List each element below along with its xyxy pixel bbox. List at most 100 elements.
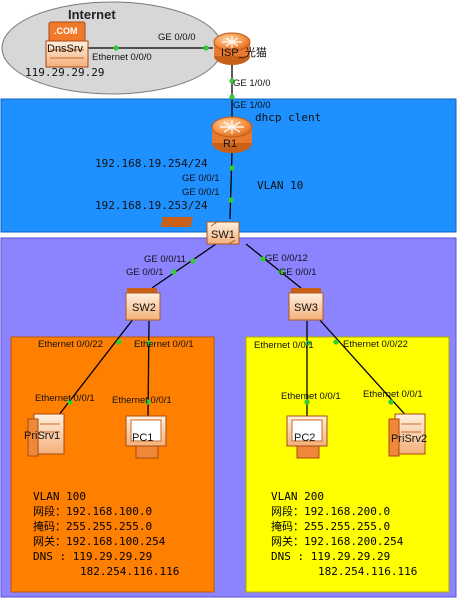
dns-label: DNS : (33, 550, 73, 563)
internet-title: Internet (68, 7, 116, 22)
vlan200-dns2-row: 182.254.116.116 (271, 564, 417, 579)
port-dot (145, 399, 151, 405)
sw2-port-left: Ethernet 0/0/22 (38, 339, 103, 350)
pc2-computer-icon[interactable] (286, 415, 328, 459)
dns-server-name: DnsSrv (47, 43, 84, 55)
port-dot (116, 339, 122, 345)
gateway-value: 192.168.100.254 (66, 535, 166, 548)
segment-value: 192.168.100.0 (66, 505, 153, 518)
vlan100-mask-row: 掩码：255.255.255.0 (33, 519, 179, 534)
vlan100-dns-row: DNS : 119.29.29.29 (33, 549, 179, 564)
prisrv1-port: Ethernet 0/0/1 (35, 393, 95, 404)
vlan200-dns-row: DNS : 119.29.29.29 (271, 549, 417, 564)
vlan200-title: VLAN 200 (271, 490, 324, 503)
isp-router-icon[interactable] (213, 32, 251, 65)
prisrv2-port: Ethernet 0/0/1 (363, 389, 423, 400)
segment-label: 网段： (33, 505, 66, 518)
pc1-name: PC1 (132, 432, 154, 444)
r1-port-up: GE 1/0/0 (233, 100, 271, 111)
sw2-switch-icon[interactable] (125, 288, 161, 321)
port-dot (229, 94, 235, 100)
vlan100-title: VLAN 100 (33, 490, 86, 503)
vlan200-info: VLAN 200 网段：192.168.200.0 掩码：255.255.255… (271, 489, 417, 579)
vlan100-dns2-row: 182.254.116.116 (33, 564, 179, 579)
sw1-switch-icon[interactable] (160, 217, 240, 245)
isp-name: ISP_光猫 (221, 47, 267, 59)
vlan200-gateway-row: 网关：192.168.200.254 (271, 534, 417, 549)
prisrv2-server-icon[interactable] (388, 413, 426, 457)
mask-value: 255.255.255.0 (66, 520, 153, 533)
sw3-port-left: Ethernet 0/0/1 (254, 340, 314, 351)
sw1-port-up: GE 0/0/1 (182, 187, 220, 198)
sw2-port-right: Ethernet 0/0/1 (134, 339, 194, 350)
dns-icon-text: .COM (54, 26, 78, 36)
r1-ip: 192.168.19.254/24 (95, 157, 208, 170)
port-dot (229, 165, 235, 171)
port-dot (228, 197, 234, 203)
port-dot (388, 399, 394, 405)
prisrv2-name: PriSrv2 (391, 433, 428, 445)
isp-port-down: GE 1/0/0 (233, 78, 271, 89)
port-dot (229, 78, 235, 84)
sw1-name: SW1 (211, 229, 235, 241)
sw2-port-up: GE 0/0/1 (126, 267, 164, 278)
isp-port-to-dns: GE 0/0/0 (158, 32, 196, 43)
dns-ip-label: 119.29.29.29 (25, 66, 105, 79)
gateway-label: 网关： (271, 535, 304, 548)
segment-label: 网段： (271, 505, 304, 518)
vlan100-info: VLAN 100 网段：192.168.100.0 掩码：255.255.255… (33, 489, 179, 579)
sw3-switch-icon[interactable] (288, 288, 324, 321)
vlan100-zone (10, 336, 215, 593)
r1-router-icon[interactable] (211, 116, 253, 153)
vlan200-segment-row: 网段：192.168.200.0 (271, 504, 417, 519)
port-dot (203, 45, 209, 51)
sw3-port-right: Ethernet 0/0/22 (343, 339, 408, 350)
r1-name: R1 (223, 138, 238, 150)
segment-value: 192.168.200.0 (304, 505, 391, 518)
dns-secondary: 182.254.116.116 (80, 565, 180, 578)
port-dot (333, 339, 339, 345)
dns-label: DNS : (271, 550, 311, 563)
vlan200-mask-row: 掩码：255.255.255.0 (271, 519, 417, 534)
pc2-port: Ethernet 0/0/1 (281, 391, 341, 402)
dns-secondary: 182.254.116.116 (318, 565, 418, 578)
vlan10-label: VLAN 10 (257, 179, 304, 192)
dns-primary: 119.29.29.29 (310, 550, 391, 563)
sw2-name: SW2 (132, 302, 156, 314)
link-sw1-sw3 (245, 243, 302, 289)
link-sw3-prisrv2 (317, 317, 411, 421)
port-dot (190, 258, 196, 264)
sw1-port-left: GE 0/0/11 (144, 254, 187, 265)
prisrv1-name: PriSrv1 (24, 430, 61, 442)
mask-label: 掩码： (271, 520, 304, 533)
port-dot (305, 340, 311, 346)
port-dot (260, 256, 266, 262)
sw3-name: SW3 (294, 302, 318, 314)
port-dot (278, 269, 284, 275)
link-r1-sw1 (229, 151, 233, 220)
gateway-value: 192.168.200.254 (304, 535, 404, 548)
pc1-computer-icon[interactable] (125, 415, 167, 459)
dns-primary: 119.29.29.29 (72, 550, 153, 563)
prisrv1-server-icon[interactable] (27, 413, 65, 457)
port-dot (67, 399, 73, 405)
r1-port-down: GE 0/0/1 (182, 173, 220, 184)
port-dot (304, 399, 310, 405)
port-dot (146, 340, 152, 346)
dns-port-label: Ethernet 0/0/0 (92, 52, 152, 63)
r1-note: dhcp clent (255, 111, 322, 124)
mask-value: 255.255.255.0 (304, 520, 391, 533)
port-dot (113, 45, 119, 51)
sw3-port-up: GE 0/0/1 (279, 267, 317, 278)
port-dot (171, 269, 177, 275)
sw1-port-right: GE 0/0/12 (265, 253, 308, 264)
vlan100-segment-row: 网段：192.168.100.0 (33, 504, 179, 519)
port-dots (67, 45, 394, 405)
vlan200-zone (245, 336, 450, 593)
vlan100-gateway-row: 网关：192.168.100.254 (33, 534, 179, 549)
link-sw1-sw2 (151, 243, 217, 289)
gateway-label: 网关： (33, 535, 66, 548)
dns-server-icon[interactable] (45, 21, 89, 68)
